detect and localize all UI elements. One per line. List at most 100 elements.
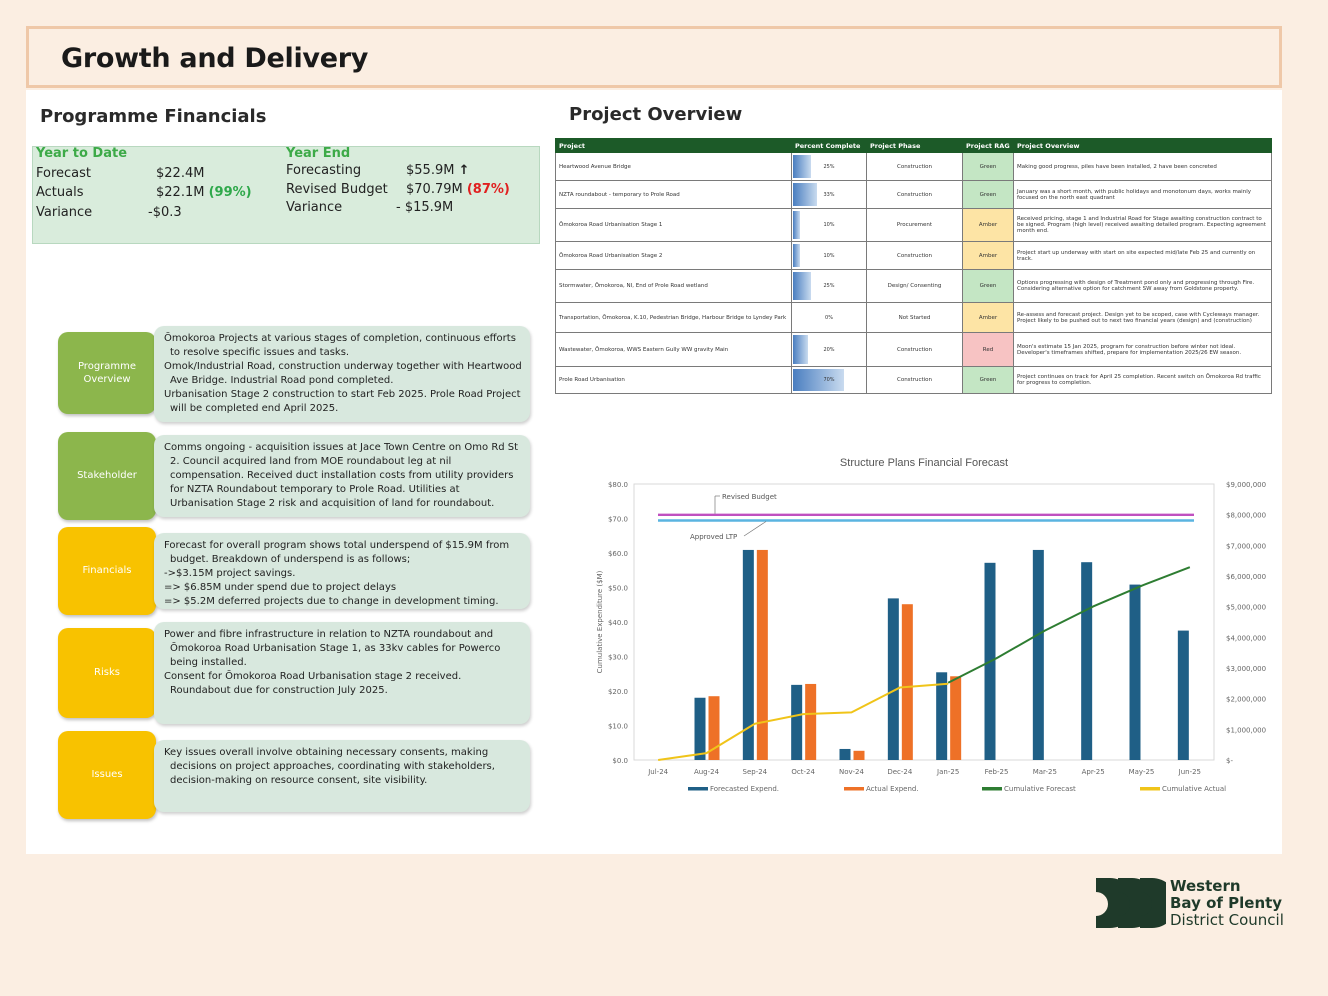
bar-actual xyxy=(853,750,865,760)
x-tick-label: Dec-24 xyxy=(887,768,913,776)
legend-swatch xyxy=(688,787,708,791)
cell-overview: Moon's estimate 15 Jan 2025, program for… xyxy=(1013,332,1272,367)
col-header: Project RAG xyxy=(962,138,1014,153)
cell-overview: Re-assess and forecast project. Design y… xyxy=(1013,302,1272,333)
arrow-up-icon: ↑ xyxy=(458,163,470,178)
y-tick-label: $60.0 xyxy=(608,550,628,558)
percent-text: 33% xyxy=(823,191,835,198)
ytd-forecast-label: Forecast xyxy=(36,166,92,181)
line-cumulative-actual xyxy=(658,682,949,761)
cell-percent: 10% xyxy=(791,241,867,270)
x-tick-label: Sep-24 xyxy=(743,768,768,776)
y2-tick-label: $4,000,000 xyxy=(1226,634,1266,642)
percent-bar xyxy=(793,335,808,364)
financials-summary-box: Year to Date Forecast $22.4M Actuals $22… xyxy=(32,146,540,244)
x-tick-label: Mar-25 xyxy=(1033,768,1057,776)
legend-label: Cumulative Forecast xyxy=(1004,785,1076,793)
table-row: Wastewater, Ōmokoroa, WWS Eastern Gully … xyxy=(555,332,1272,367)
cell-percent: 25% xyxy=(791,152,867,181)
project-overview-table: Project Percent Complete Project Phase P… xyxy=(555,138,1272,394)
bar-forecast xyxy=(936,672,948,760)
legend-swatch xyxy=(1140,787,1160,791)
cell-overview: Received pricing, stage 1 and Industrial… xyxy=(1013,208,1272,242)
cell-percent: 0% xyxy=(791,302,867,333)
cell-phase: Not Started xyxy=(866,302,963,333)
percent-text: 25% xyxy=(823,163,835,170)
header-band: Growth and Delivery xyxy=(26,26,1282,88)
bar-actual xyxy=(805,683,817,760)
bar-actual xyxy=(950,676,962,760)
cell-overview: Project start up underway with start on … xyxy=(1013,241,1272,270)
bar-actual xyxy=(708,696,720,760)
legend-label: Forecasted Expend. xyxy=(710,785,779,793)
pill-label: Programme xyxy=(77,360,137,372)
y-axis-label: Cumulative Expenditure ($M) xyxy=(596,570,604,673)
cell-phase: Procurement xyxy=(866,208,963,242)
ytd-variance-value: -$0.3 xyxy=(148,205,182,220)
percent-bar xyxy=(793,211,801,239)
cell-project: NZTA roundabout - temporary to Prole Roa… xyxy=(555,180,792,209)
table-row: Transportation, Ōmokoroa, K.10, Pedestri… xyxy=(555,302,1272,333)
ye-heading: Year End xyxy=(286,146,351,161)
ye-revised-value: $70.79M (87%) xyxy=(406,182,510,197)
x-tick-label: Oct-24 xyxy=(791,768,815,776)
card-line: Key issues overall involve obtaining nec… xyxy=(164,747,495,786)
percent-text: 10% xyxy=(823,222,835,228)
annotation-leader xyxy=(743,521,767,537)
x-tick-label: Jun-25 xyxy=(1178,768,1201,776)
cell-rag: Green xyxy=(962,269,1014,303)
y2-tick-label: $- xyxy=(1226,757,1233,765)
cell-overview: Project continues on track for April 25 … xyxy=(1013,366,1272,394)
card-line: => $5.2M deferred projects due to change… xyxy=(164,596,499,607)
project-overview-title: Project Overview xyxy=(569,104,743,125)
card-line: Urbanisation Stage 2 construction to sta… xyxy=(164,389,521,414)
table-row: Stormwater, Ōmokoroa, NI, End of Prole R… xyxy=(555,269,1272,303)
y-tick-label: $10.0 xyxy=(608,723,628,731)
cell-rag: Red xyxy=(962,332,1014,367)
percent-bar xyxy=(793,272,812,300)
y-tick-label: $30.0 xyxy=(608,654,628,662)
card-line: Power and fibre infrastructure in relati… xyxy=(164,629,501,668)
cell-percent: 10% xyxy=(791,208,867,242)
annotation-revised-budget: Revised Budget xyxy=(722,493,777,501)
bar-forecast xyxy=(742,549,754,760)
y2-tick-label: $6,000,000 xyxy=(1226,573,1266,581)
financial-forecast-chart: Structure Plans Financial Forecast $0.0 $1… xyxy=(596,457,1266,793)
legend-swatch xyxy=(982,787,1002,791)
ytd-forecast-value: $22.4M xyxy=(156,166,205,181)
card-programme-overview: Ōmokoroa Projects at various stages of c… xyxy=(154,326,530,422)
x-tick-label: May-25 xyxy=(1129,768,1155,776)
ye-forecasting-value: $55.9M ↑ xyxy=(406,163,469,178)
card-risks: Power and fibre infrastructure in relati… xyxy=(154,622,530,724)
bar-forecast xyxy=(839,748,851,760)
chart-title: Structure Plans Financial Forecast xyxy=(840,457,1008,469)
cell-percent: 25% xyxy=(791,269,867,303)
percent-bar xyxy=(793,369,845,391)
pill-label-2: Overview xyxy=(83,374,131,385)
pill-financials: Financials xyxy=(58,527,156,615)
logo-text: Western Bay of Plenty District Council xyxy=(1170,878,1284,929)
logo-line-2: Bay of Plenty xyxy=(1170,894,1283,912)
ytd-heading: Year to Date xyxy=(36,146,128,161)
col-header: Project Phase xyxy=(866,138,963,153)
annotation-approved-ltp: Approved LTP xyxy=(690,533,737,541)
x-tick-label: Jul-24 xyxy=(647,768,668,776)
card-line: Forecast for overall program shows total… xyxy=(164,540,510,565)
y-tick-label: $70.0 xyxy=(608,516,628,524)
bar-forecast xyxy=(1177,630,1189,760)
percent-text: 0% xyxy=(825,314,833,321)
x-tick-label: Aug-24 xyxy=(694,768,720,776)
y-tick-label: $0.0 xyxy=(612,757,628,765)
card-financials: Forecast for overall program shows total… xyxy=(154,533,530,609)
ytd-actuals-value: $22.1M (99%) xyxy=(156,185,252,200)
bar-actual xyxy=(901,604,913,760)
table-row: NZTA roundabout - temporary to Prole Roa… xyxy=(555,180,1272,209)
logo-line-1: Western xyxy=(1170,877,1241,895)
ytd-variance-label: Variance xyxy=(36,205,93,220)
cell-rag: Amber xyxy=(962,208,1014,242)
x-tick-label: Feb-25 xyxy=(985,768,1009,776)
card-stakeholder: Comms ongoing - acquisition issues at Ja… xyxy=(154,435,530,517)
card-issues: Key issues overall involve obtaining nec… xyxy=(154,740,530,812)
